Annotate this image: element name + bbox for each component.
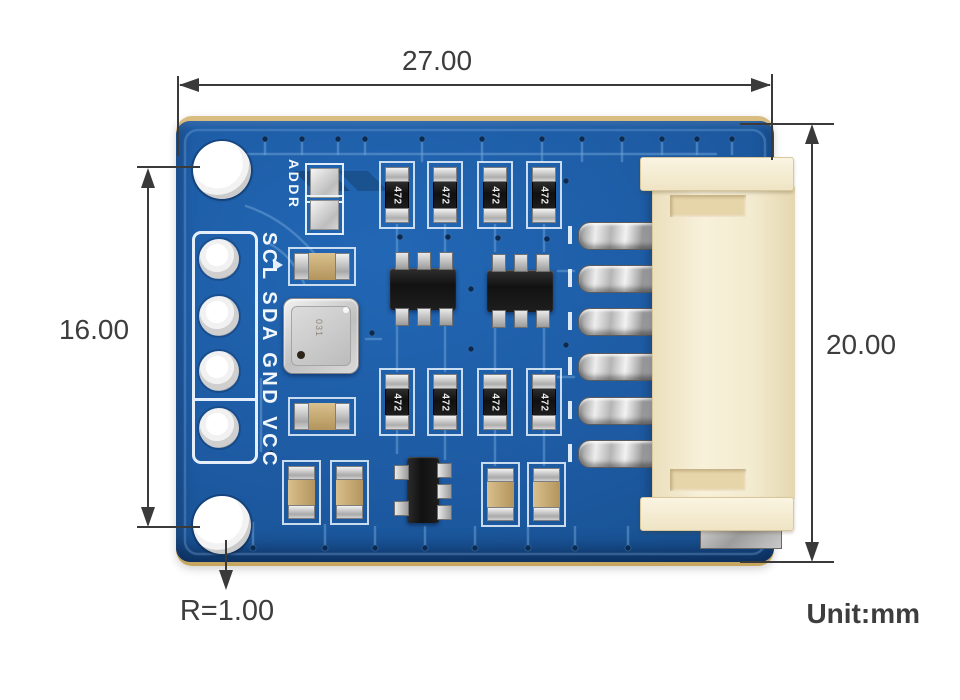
capacitor bbox=[527, 462, 566, 527]
pad-silkscreen bbox=[568, 312, 572, 330]
sensor-pin1-dot bbox=[343, 307, 349, 313]
resistor: 472 bbox=[379, 161, 415, 229]
resistor: 472 bbox=[526, 161, 562, 229]
capacitor bbox=[288, 247, 356, 286]
header-pin-scl bbox=[199, 239, 239, 279]
corner-radius-label: R=1.00 bbox=[179, 595, 275, 627]
connector-top-flange bbox=[640, 157, 794, 191]
addr-solder-pad bbox=[305, 195, 344, 235]
dim-width-label: 27.00 bbox=[401, 45, 473, 76]
pad-silkscreen bbox=[568, 444, 572, 462]
resistor: 472 bbox=[526, 368, 562, 436]
sensor-vent-hole bbox=[297, 351, 305, 359]
resistor: 472 bbox=[427, 368, 463, 436]
capacitor bbox=[282, 460, 321, 525]
capacitor bbox=[481, 462, 520, 527]
connector-notch bbox=[670, 195, 746, 217]
header-pin-vcc bbox=[199, 408, 239, 448]
dim-right-height-label: 20.00 bbox=[825, 329, 897, 360]
pad-silkscreen bbox=[568, 226, 572, 244]
header-pin-sda bbox=[199, 296, 239, 336]
capacitor bbox=[330, 460, 369, 525]
mounting-hole-bottom-left bbox=[193, 496, 251, 554]
mounting-hole-top-left bbox=[193, 141, 251, 199]
connector-pin bbox=[578, 353, 664, 381]
dim-left-height-label: 16.00 bbox=[58, 314, 130, 345]
silkscreen-divider bbox=[195, 398, 255, 401]
regulator-chip bbox=[394, 457, 452, 523]
sensor-chip: 031 bbox=[283, 298, 359, 374]
pcb-edge: SCL SDA GND VCC ADDR 472 472 472 472 472… bbox=[176, 116, 795, 566]
pad-silkscreen bbox=[568, 269, 572, 287]
ic-chip bbox=[487, 254, 553, 328]
connector-pin bbox=[578, 222, 664, 250]
connector-bottom-flange bbox=[640, 497, 794, 531]
pad-silkscreen bbox=[568, 357, 572, 375]
header-silkscreen-box bbox=[192, 231, 258, 464]
connector-pin bbox=[578, 265, 664, 293]
pcb-board: SCL SDA GND VCC ADDR 472 472 472 472 472… bbox=[176, 121, 795, 562]
addr-label: ADDR bbox=[286, 159, 302, 210]
resistor: 472 bbox=[379, 368, 415, 436]
connector-notch bbox=[670, 469, 746, 491]
resistor: 472 bbox=[427, 161, 463, 229]
ic-chip bbox=[390, 252, 456, 326]
capacitor bbox=[288, 397, 356, 436]
sensor-marking: 031 bbox=[314, 318, 325, 338]
connector-body bbox=[652, 187, 795, 499]
resistor: 472 bbox=[477, 368, 513, 436]
unit-label: Unit:mm bbox=[806, 598, 920, 629]
resistor: 472 bbox=[477, 161, 513, 229]
pad-silkscreen bbox=[568, 401, 572, 419]
addr-solder-pad bbox=[305, 163, 344, 203]
silkscreen-arrow bbox=[273, 259, 283, 271]
header-pin-gnd bbox=[199, 351, 239, 391]
